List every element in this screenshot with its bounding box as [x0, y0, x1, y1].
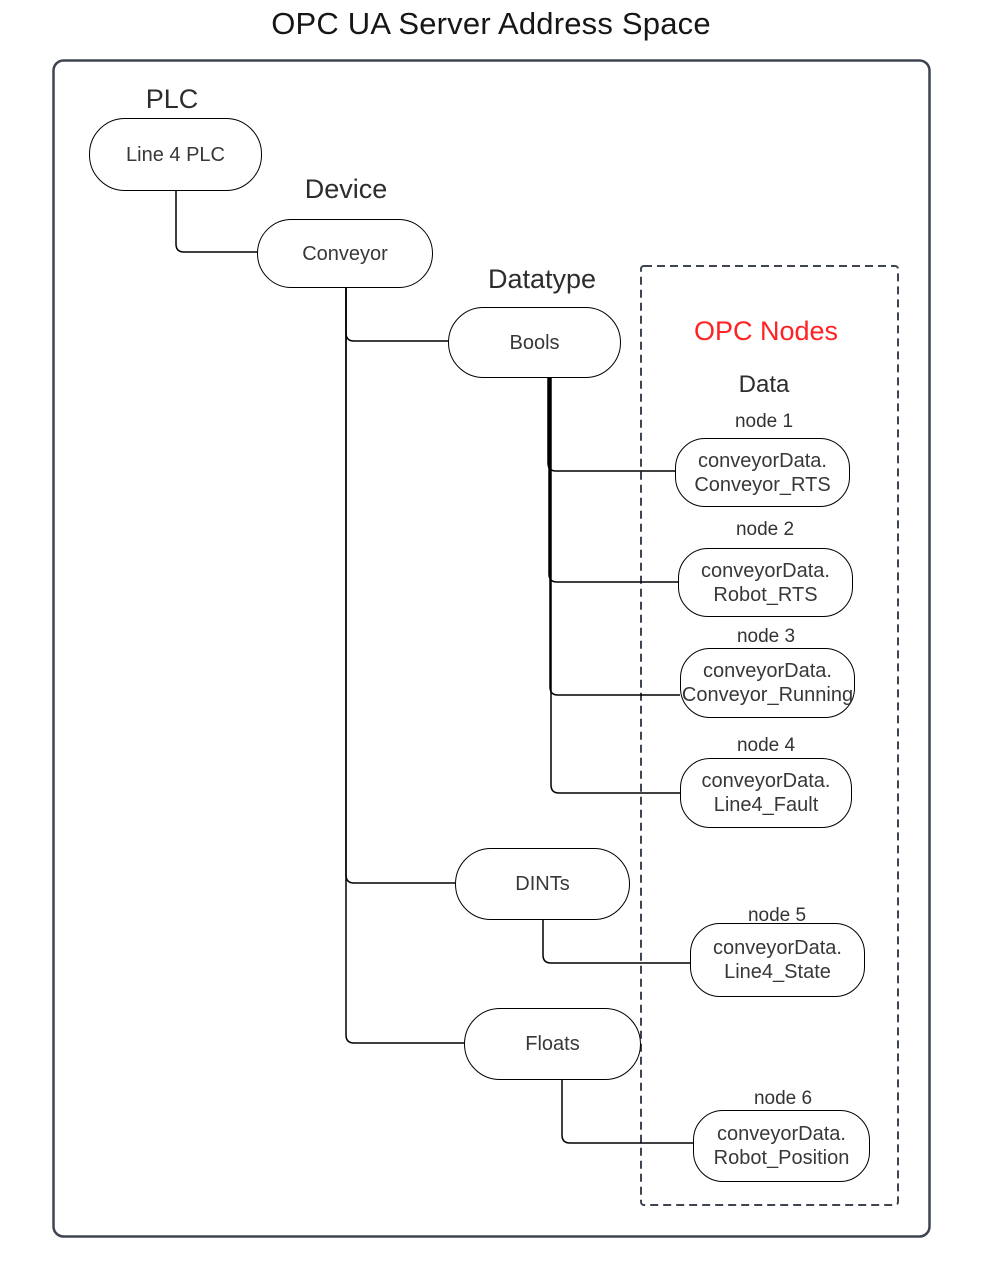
node2-pill: conveyorData. Robot_RTS [678, 548, 853, 617]
dints-node: DINTs [455, 848, 630, 920]
node6-pill: conveyorData. Robot_Position [693, 1110, 870, 1182]
node1-pill: conveyorData. Conveyor_RTS [675, 438, 850, 507]
outer-frame [52, 59, 931, 1238]
connector-dints-node5 [542, 920, 690, 964]
floats-node-label: Floats [525, 1033, 580, 1055]
conveyor-node-label: Conveyor [302, 242, 388, 265]
line4-plc-node: Line 4 PLC [89, 118, 262, 191]
node5-pill: conveyorData. Line4_State [690, 923, 865, 997]
node3-caption: node 3 [736, 626, 796, 647]
node4-line1: conveyorData. [701, 770, 831, 792]
node3-line2: Conveyor_Running [681, 684, 854, 706]
connector-bools-node1 [547, 378, 675, 472]
connector-lines [175, 191, 693, 1144]
connector-conveyor-floats [345, 288, 464, 1044]
floats-node: Floats [464, 1008, 641, 1080]
node1-caption: node 1 [734, 411, 794, 432]
node6-line2: Robot_Position [713, 1147, 850, 1169]
device-group-label: Device [304, 174, 388, 204]
node6-caption: node 6 [753, 1088, 813, 1109]
connector-plc-conveyor [175, 191, 257, 253]
plc-group-label: PLC [145, 84, 199, 114]
node2-line2: Robot_RTS [713, 583, 818, 606]
connector-conveyor-bools [345, 288, 448, 342]
node1-line2: Conveyor_RTS [694, 473, 831, 496]
opc-nodes-title: OPC Nodes [693, 316, 839, 346]
connector-bools-node2 [548, 378, 678, 583]
connector-bools-node4 [550, 378, 680, 794]
bools-node: Bools [448, 307, 621, 378]
opc-nodes-dashed-box [640, 265, 899, 1206]
node2-caption: node 2 [735, 519, 795, 540]
datatype-group-label: Datatype [487, 264, 597, 294]
node4-pill: conveyorData. Line4_Fault [680, 758, 852, 828]
connector-conveyor-dints [345, 288, 455, 884]
node4-caption: node 4 [736, 735, 796, 756]
data-label: Data [738, 371, 790, 398]
node3-pill: conveyorData. Conveyor_Running [680, 648, 855, 718]
node3-line1: conveyorData. [703, 660, 832, 682]
diagram-title: OPC UA Server Address Space [271, 6, 711, 41]
node4-line2: Line4_Fault [713, 794, 819, 816]
conveyor-node: Conveyor [257, 219, 433, 288]
node1-line1: conveyorData. [698, 449, 827, 472]
connector-bools-node3 [549, 378, 680, 696]
node5-line2: Line4_State [724, 961, 831, 983]
node6-line1: conveyorData. [717, 1123, 846, 1145]
node2-line1: conveyorData. [701, 559, 830, 582]
bools-node-label: Bools [509, 331, 560, 354]
dints-node-label: DINTs [515, 873, 570, 895]
node5-caption: node 5 [747, 905, 807, 926]
line4-plc-node-label: Line 4 PLC [126, 143, 225, 166]
node5-line1: conveyorData. [713, 937, 842, 959]
connector-floats-node6 [561, 1080, 693, 1144]
